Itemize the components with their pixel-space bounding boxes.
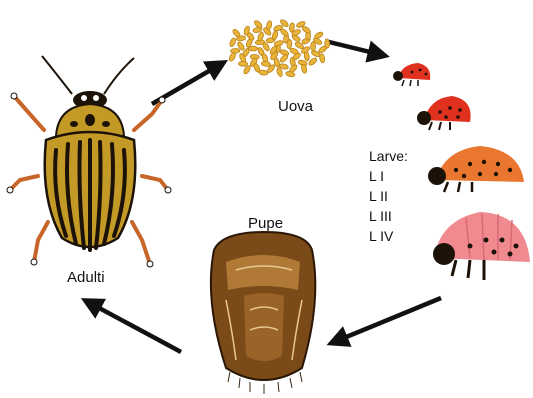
egg bbox=[266, 20, 273, 30]
egg bbox=[319, 53, 325, 63]
larva-icon-l2 bbox=[417, 96, 471, 130]
arrow-eggs-to-larvae bbox=[325, 41, 382, 55]
pupa-label: Pupe bbox=[248, 216, 283, 231]
instar-label-l3: L III bbox=[369, 206, 408, 226]
egg bbox=[228, 52, 237, 62]
instar-label-l2: L II bbox=[369, 186, 408, 206]
larvae-label-block: Larve: L I L II L III L IV bbox=[369, 146, 408, 246]
egg bbox=[304, 51, 310, 61]
egg bbox=[238, 61, 247, 66]
pupa-icon bbox=[211, 232, 315, 394]
instar-label-l4: L IV bbox=[369, 226, 408, 246]
egg bbox=[311, 42, 316, 51]
larvae-label: Larve: bbox=[369, 146, 408, 166]
eggs-label: Uova bbox=[278, 99, 313, 114]
egg bbox=[314, 31, 324, 40]
egg bbox=[279, 54, 289, 64]
arrow-larvae-to-pupa bbox=[334, 298, 441, 342]
larva-icon-l3 bbox=[428, 146, 524, 192]
adult-beetle-icon bbox=[7, 56, 171, 267]
egg bbox=[261, 61, 271, 67]
egg bbox=[253, 19, 263, 29]
larva-icon-l4 bbox=[433, 212, 530, 280]
egg bbox=[229, 37, 237, 47]
egg bbox=[230, 48, 239, 53]
egg bbox=[324, 39, 329, 49]
egg bbox=[271, 30, 278, 40]
egg-cluster-icon bbox=[228, 18, 330, 77]
arrow-pupa-to-adult bbox=[88, 302, 181, 352]
instar-label-l1: L I bbox=[369, 166, 408, 186]
egg bbox=[259, 70, 269, 76]
egg bbox=[232, 28, 242, 38]
larva-icon-l1 bbox=[393, 63, 430, 86]
adults-label: Adulti bbox=[67, 270, 105, 285]
